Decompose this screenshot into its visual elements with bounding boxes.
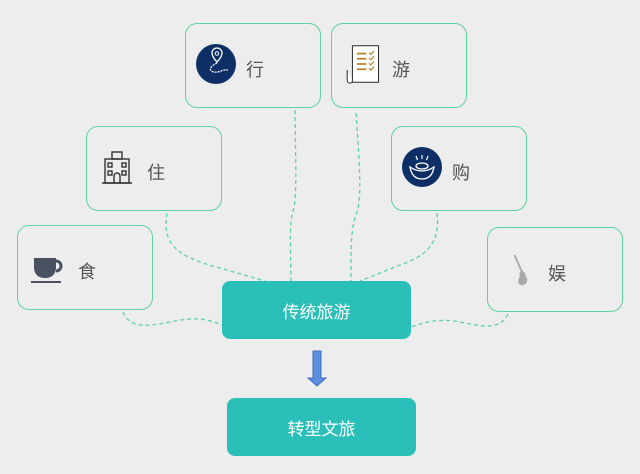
result-node-cultural-tourism: 转型文旅: [227, 398, 416, 456]
connector-zhu: [165, 212, 266, 282]
center-node-traditional-tourism: 传统旅游: [222, 281, 411, 339]
connector-xing: [289, 109, 297, 282]
coffee-cup-icon: [31, 258, 63, 283]
gold-ingot-icon: [402, 147, 442, 187]
node-label: 住: [147, 163, 165, 184]
checklist-icon: [346, 45, 380, 84]
node-label: 食: [78, 262, 96, 283]
connector-you: [350, 112, 361, 282]
node-label: 行: [246, 60, 264, 81]
node-shi: 食: [17, 225, 153, 310]
down-arrow-icon: [306, 350, 328, 387]
guitar-icon: [513, 254, 528, 286]
node-label: 购: [452, 163, 470, 184]
node-label: 娱: [548, 264, 566, 285]
node-yu: 娱: [487, 227, 623, 312]
node-xing: 行: [185, 23, 321, 108]
map-route-icon: [196, 44, 236, 84]
node-zhu: 住: [86, 126, 222, 211]
node-label: 游: [392, 60, 410, 81]
connector-shi: [122, 311, 223, 326]
connector-gou: [359, 212, 439, 282]
node-you: 游: [331, 23, 467, 108]
node-gou: 购: [391, 126, 527, 211]
connector-yu: [410, 313, 509, 328]
hotel-building-icon: [102, 151, 132, 184]
